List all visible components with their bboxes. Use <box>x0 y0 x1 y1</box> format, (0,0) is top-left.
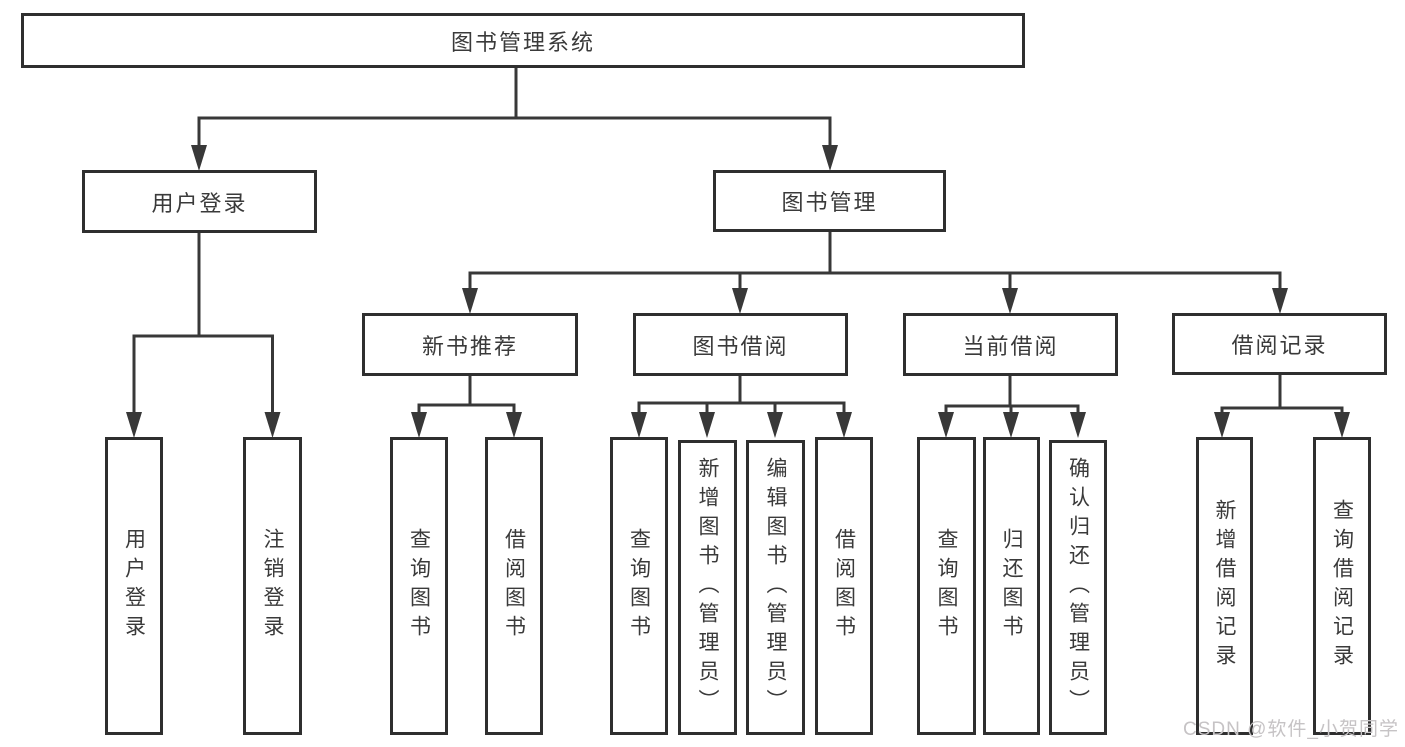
leaf-add-borrow-record: 新增借阅记录 <box>1196 437 1253 735</box>
leaf-query-borrow-record: 查询借阅记录 <box>1313 437 1371 735</box>
node-borrowing-records: 借阅记录 <box>1172 313 1387 375</box>
node-label: 归还图书 <box>1000 528 1023 644</box>
leaf-return-books: 归还图书 <box>983 437 1040 735</box>
node-book-management: 图书管理 <box>713 170 946 232</box>
leaf-add-books-admin: 新增图书（管理员） <box>678 440 737 735</box>
node-label: 查询图书 <box>935 528 958 644</box>
node-label: 编辑图书（管理员） <box>764 457 787 718</box>
node-label: 借阅记录 <box>1231 333 1328 358</box>
node-label: 查询图书 <box>407 528 431 644</box>
node-label: 查询图书 <box>627 528 651 644</box>
arrowheads <box>126 145 1350 438</box>
leaf-confirm-return-admin: 确认归还（管理员） <box>1049 440 1107 735</box>
leaf-borrow-books: 借阅图书 <box>815 437 873 735</box>
node-label: 用户登录 <box>122 528 146 644</box>
node-label: 注销登录 <box>261 528 284 644</box>
leaf-query-books-borrowing: 查询图书 <box>610 437 668 735</box>
leaf-edit-books-admin: 编辑图书（管理员） <box>746 440 805 735</box>
leaf-user-login: 用户登录 <box>105 437 163 735</box>
node-label: 图书管理 <box>781 190 878 215</box>
node-user-login: 用户登录 <box>82 170 317 233</box>
node-label: 查询借阅记录 <box>1330 499 1354 673</box>
leaf-query-books-current: 查询图书 <box>917 437 976 735</box>
node-label: 确认归还（管理员） <box>1066 457 1090 718</box>
node-label: 新增借阅记录 <box>1213 499 1236 673</box>
leaf-logout: 注销登录 <box>243 437 302 735</box>
csdn-watermark: CSDN @软件_小贺同学 <box>1183 719 1399 740</box>
node-book-borrowing: 图书借阅 <box>633 313 848 376</box>
node-label: 用户登录 <box>151 190 248 216</box>
leaf-borrow-books-recommend: 借阅图书 <box>485 437 543 735</box>
node-label: 图书借阅 <box>692 333 789 359</box>
leaf-query-books-recommend: 查询图书 <box>390 437 448 735</box>
node-label: 当前借阅 <box>962 333 1059 359</box>
node-label: 新书推荐 <box>421 333 518 359</box>
node-root-library-system: 图书管理系统 <box>21 13 1025 68</box>
node-new-book-recommendation: 新书推荐 <box>362 313 578 376</box>
node-label: 新增图书（管理员） <box>696 457 719 718</box>
node-current-borrowing: 当前借阅 <box>903 313 1118 376</box>
node-label: 借阅图书 <box>502 528 526 644</box>
node-label: 图书管理系统 <box>450 29 595 55</box>
node-label: 借阅图书 <box>832 528 856 644</box>
